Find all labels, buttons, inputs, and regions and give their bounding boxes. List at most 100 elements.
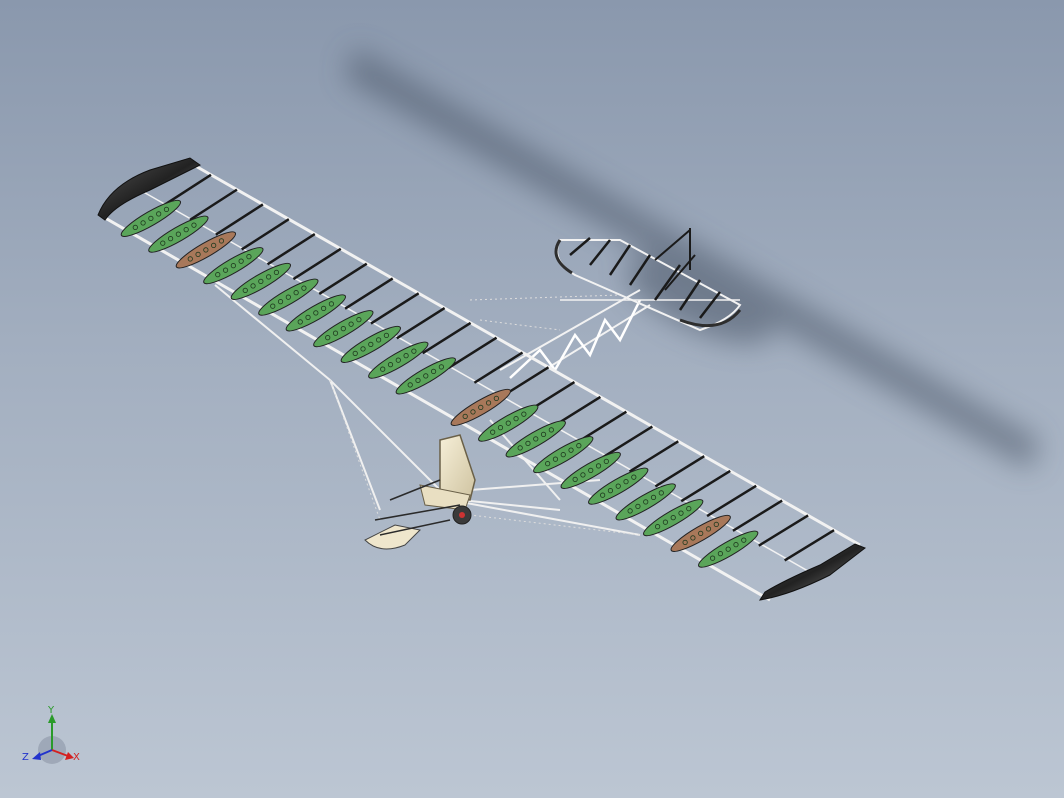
wing-ribs <box>120 199 759 568</box>
right-wingtip <box>758 543 866 601</box>
rib-lightening-hole <box>603 458 609 464</box>
rib-lightening-hole <box>273 269 280 275</box>
wing-cross-member <box>266 232 316 266</box>
wing-cross-member <box>680 469 731 503</box>
vertical-fin <box>654 228 696 291</box>
rib-lightening-hole <box>662 519 669 525</box>
main-wing <box>97 157 866 602</box>
rib-lightening-hole <box>576 443 582 449</box>
rib-lightening-hole <box>600 492 606 498</box>
rib-lightening-hole <box>313 310 319 316</box>
wing-cross-member <box>318 262 368 295</box>
rib-lightening-hole <box>215 272 221 278</box>
cockpit-pod <box>364 434 476 550</box>
rib-lightening-hole <box>395 357 401 363</box>
rib-lightening-hole <box>277 299 284 305</box>
rib-lightening-hole <box>348 321 354 327</box>
rib-lightening-hole <box>132 224 138 230</box>
rib-lightening-hole <box>387 362 394 368</box>
bracing-wires <box>329 294 641 536</box>
rib-lightening-hole <box>540 431 547 437</box>
rib-lightening-hole <box>717 551 723 557</box>
wing-cross-member <box>732 499 783 532</box>
rib-lightening-hole <box>258 278 264 284</box>
z-axis-label: Z <box>22 752 29 763</box>
rib-lightening-hole <box>521 411 527 417</box>
rib-lightening-hole <box>360 346 366 352</box>
rib-lightening-hole <box>470 409 476 415</box>
rib-lightening-hole <box>462 413 468 419</box>
rib-lightening-hole <box>301 285 307 291</box>
wing-cross-member <box>344 277 394 310</box>
rib-lightening-hole <box>741 537 747 543</box>
wing-rib <box>175 231 237 269</box>
wing-rib <box>230 262 291 300</box>
rib-lightening-hole <box>183 227 189 233</box>
wing-cross-member <box>628 440 679 473</box>
rib-lightening-hole <box>238 258 244 264</box>
wing-rib <box>203 247 264 285</box>
wing-cross-member <box>654 455 705 488</box>
wing-rib <box>615 483 676 521</box>
rib-lightening-hole <box>195 251 201 257</box>
rib-lightening-hole <box>156 211 162 217</box>
rib-lightening-hole <box>710 555 716 561</box>
rib-lightening-hole <box>713 521 719 528</box>
rib-lightening-hole <box>725 546 731 552</box>
rib-lightening-hole <box>588 467 594 473</box>
rib-lightening-hole <box>148 215 154 221</box>
wing-cross-member <box>706 484 757 518</box>
rib-lightening-hole <box>403 353 409 359</box>
rib-lightening-hole <box>167 236 174 242</box>
orientation-triad[interactable]: Y X Z <box>20 702 90 772</box>
wing-rib <box>258 278 319 316</box>
rib-lightening-hole <box>376 337 382 343</box>
rib-lightening-hole <box>230 263 236 269</box>
rib-lightening-hole <box>163 206 170 212</box>
rib-lightening-hole <box>552 456 559 462</box>
rib-lightening-hole <box>368 341 374 347</box>
rib-lightening-hole <box>548 427 554 433</box>
rib-lightening-hole <box>285 294 291 300</box>
rib-lightening-hole <box>211 242 217 248</box>
rib-lightening-hole <box>407 382 413 388</box>
wing-rib <box>368 341 429 379</box>
rib-lightening-hole <box>380 366 386 372</box>
rib-lightening-hole <box>140 220 146 226</box>
y-axis-arrow <box>48 714 56 750</box>
rib-lightening-hole <box>246 254 252 260</box>
wing-cross-member <box>396 307 446 340</box>
rib-lightening-hole <box>627 508 633 514</box>
rib-lightening-hole <box>533 436 539 442</box>
horizontal-stabilizer <box>554 237 742 332</box>
rib-lightening-hole <box>686 506 692 512</box>
rib-lightening-hole <box>293 290 299 296</box>
rib-lightening-hole <box>352 350 358 356</box>
rib-lightening-hole <box>250 283 256 289</box>
rib-lightening-hole <box>423 373 429 379</box>
rib-lightening-hole <box>643 499 649 505</box>
rib-lightening-hole <box>305 314 311 320</box>
wing-rib <box>285 294 346 332</box>
rib-lightening-hole <box>222 267 229 273</box>
wing-cross-member <box>473 351 524 384</box>
rib-lightening-hole <box>690 535 696 541</box>
rib-lightening-hole <box>545 461 551 467</box>
rib-lightening-hole <box>490 429 496 435</box>
rib-lightening-hole <box>430 368 437 374</box>
wing-cross-member <box>163 173 212 207</box>
rib-lightening-hole <box>658 490 664 496</box>
rib-lightening-hole <box>175 231 181 237</box>
rib-lightening-hole <box>497 425 504 431</box>
wing-rib <box>698 530 759 568</box>
rib-lightening-hole <box>328 301 335 307</box>
rib-lightening-hole <box>698 530 704 537</box>
rib-lightening-hole <box>493 395 499 401</box>
wing-rib <box>533 436 594 474</box>
rib-lightening-hole <box>242 287 248 293</box>
wing-rib <box>670 514 731 552</box>
rib-lightening-hole <box>623 479 629 485</box>
rib-lightening-hole <box>678 510 684 516</box>
